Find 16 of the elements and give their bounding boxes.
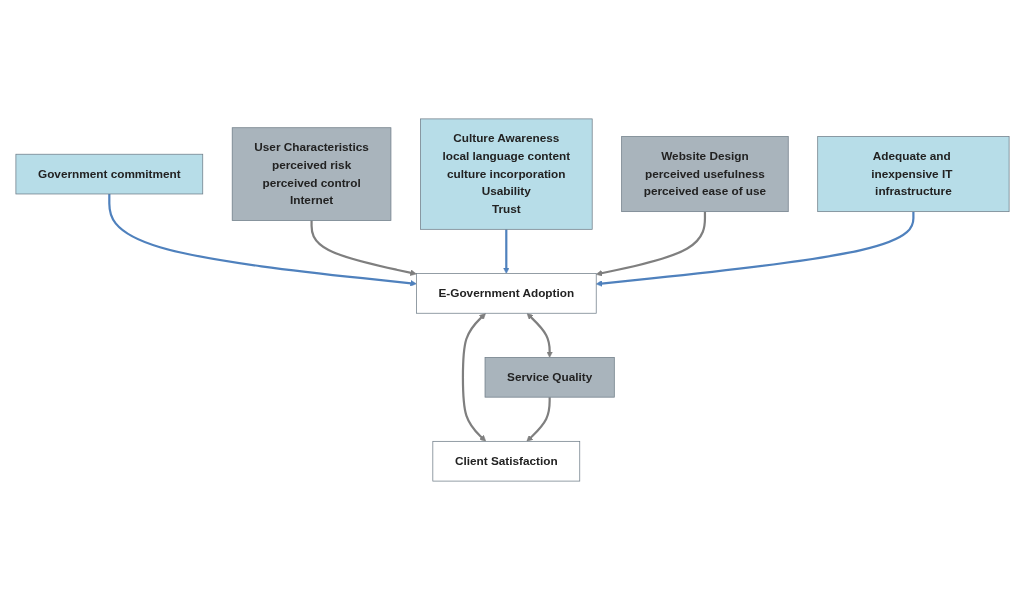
arrow xyxy=(108,194,417,287)
node-box: Service Quality xyxy=(484,357,615,398)
arrow xyxy=(310,220,417,276)
arrow xyxy=(595,211,915,287)
arrow xyxy=(461,313,487,442)
node-box: Website Design perceived usefulness perceived ease of use xyxy=(621,136,789,212)
arrow xyxy=(595,211,707,277)
node-box: Government commitment xyxy=(15,153,204,195)
node-box: Adequate and inexpensive IT infrastructure xyxy=(817,136,1010,212)
arrow xyxy=(526,397,551,442)
node-box: User Characteristics perceived risk perceived control Internet xyxy=(231,127,392,221)
node-box: E-Government Adoption xyxy=(416,273,597,314)
node-box: Client Satisfaction xyxy=(432,440,581,482)
arrow xyxy=(526,313,553,358)
node-box: Culture Awareness local language content culture incorporation Usability Trust xyxy=(420,118,593,230)
arrow xyxy=(503,229,510,274)
